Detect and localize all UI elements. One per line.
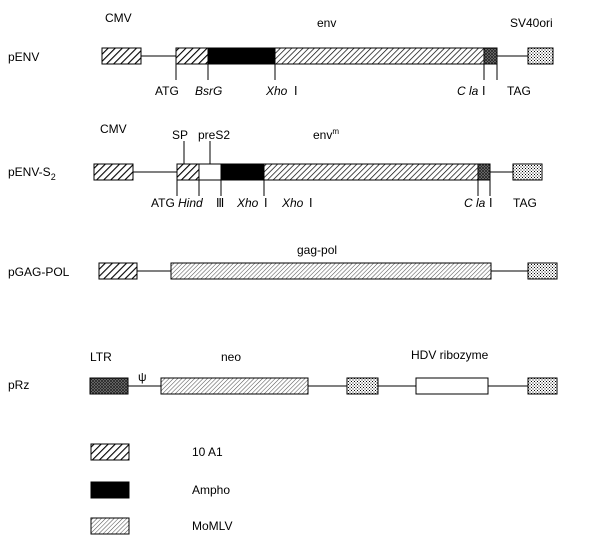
ltr-label: LTR xyxy=(90,350,112,364)
gag-pol-segment xyxy=(170,262,492,280)
construct-penv-s2: pENV-S2 CMV SP preS2 envm ATG Hind Ⅲ Xho… xyxy=(8,122,543,210)
sv40ori-box xyxy=(527,377,558,395)
envm-label: envm xyxy=(313,127,339,142)
pres2-segment xyxy=(198,163,222,181)
ltr-box xyxy=(89,377,129,395)
ampho-segment xyxy=(220,163,265,181)
legend-label: Ampho xyxy=(192,483,230,497)
neo-segment xyxy=(160,377,309,395)
cla-site-mark: Ⅰ xyxy=(482,84,486,98)
xho-label: Xho xyxy=(265,84,288,98)
xho-site-mark: Ⅰ xyxy=(294,84,298,98)
hind-site-mark: Ⅲ xyxy=(216,196,224,210)
env-label: env xyxy=(317,16,336,30)
cla-label: C la xyxy=(464,196,486,210)
cmv-label: CMV xyxy=(100,122,127,136)
terminal-segment xyxy=(477,163,491,181)
sv40ori-label: SV40ori xyxy=(510,16,553,30)
construct-name: pENV xyxy=(8,50,39,64)
legend-swatch xyxy=(90,443,130,461)
cla-label: C la xyxy=(457,84,479,98)
cmv-promoter-box xyxy=(101,47,142,65)
hind-label: Hind xyxy=(178,196,203,210)
xho2-label: Xho xyxy=(281,196,304,210)
legend-swatch xyxy=(90,481,130,499)
legend-swatch xyxy=(90,517,130,535)
sp-segment xyxy=(176,163,200,181)
promoter-box xyxy=(346,377,379,395)
atg-label: ATG xyxy=(155,84,179,98)
envm-segment xyxy=(263,163,479,181)
legend: 10 A1 Ampho MoMLV xyxy=(90,443,232,535)
xho1-site-mark: Ⅰ xyxy=(264,196,268,210)
construct-name: pRz xyxy=(8,378,29,392)
signal-segment xyxy=(175,47,209,65)
xho1-label: Xho xyxy=(236,196,259,210)
legend-label: 10 A1 xyxy=(192,445,223,459)
legend-label: MoMLV xyxy=(192,519,232,533)
tag-label: TAG xyxy=(507,84,531,98)
pres2-label: preS2 xyxy=(198,128,230,142)
construct-name: pENV-S2 xyxy=(8,165,56,182)
construct-penv: pENV CMV env SV40ori ATG BsrG Xho Ⅰ C la… xyxy=(8,11,554,98)
cmv-promoter-box xyxy=(98,262,138,280)
ampho-segment xyxy=(207,47,276,65)
gag-pol-label: gag-pol xyxy=(297,243,337,257)
legend-item-momlv: MoMLV xyxy=(90,517,232,535)
tag-label: TAG xyxy=(513,196,537,210)
cmv-label: CMV xyxy=(105,11,132,25)
psi-label: ψ xyxy=(138,370,147,384)
legend-item-ampho: Ampho xyxy=(90,481,230,499)
sp-label: SP xyxy=(172,128,188,142)
construct-prz: pRz LTR ψ neo HDV ribozyme xyxy=(8,348,558,395)
env-segment xyxy=(274,47,485,65)
construct-pgag-pol: pGAG-POL gag-pol xyxy=(8,243,558,280)
legend-item-10a1: 10 A1 xyxy=(90,443,223,461)
xho2-site-mark: Ⅰ xyxy=(309,196,313,210)
hdv-ribozyme-label: HDV ribozyme xyxy=(411,348,489,362)
hdv-ribozyme-box xyxy=(415,377,489,395)
sv40ori-box xyxy=(527,47,554,65)
cla-site-mark: Ⅰ xyxy=(489,196,493,210)
bsrg-label: BsrG xyxy=(195,84,222,98)
terminal-segment xyxy=(483,47,498,65)
atg-label: ATG xyxy=(151,196,175,210)
neo-label: neo xyxy=(221,350,241,364)
sv40ori-box xyxy=(527,262,558,280)
cmv-promoter-box xyxy=(93,163,134,181)
sv40ori-box xyxy=(512,163,543,181)
construct-name: pGAG-POL xyxy=(8,265,70,279)
